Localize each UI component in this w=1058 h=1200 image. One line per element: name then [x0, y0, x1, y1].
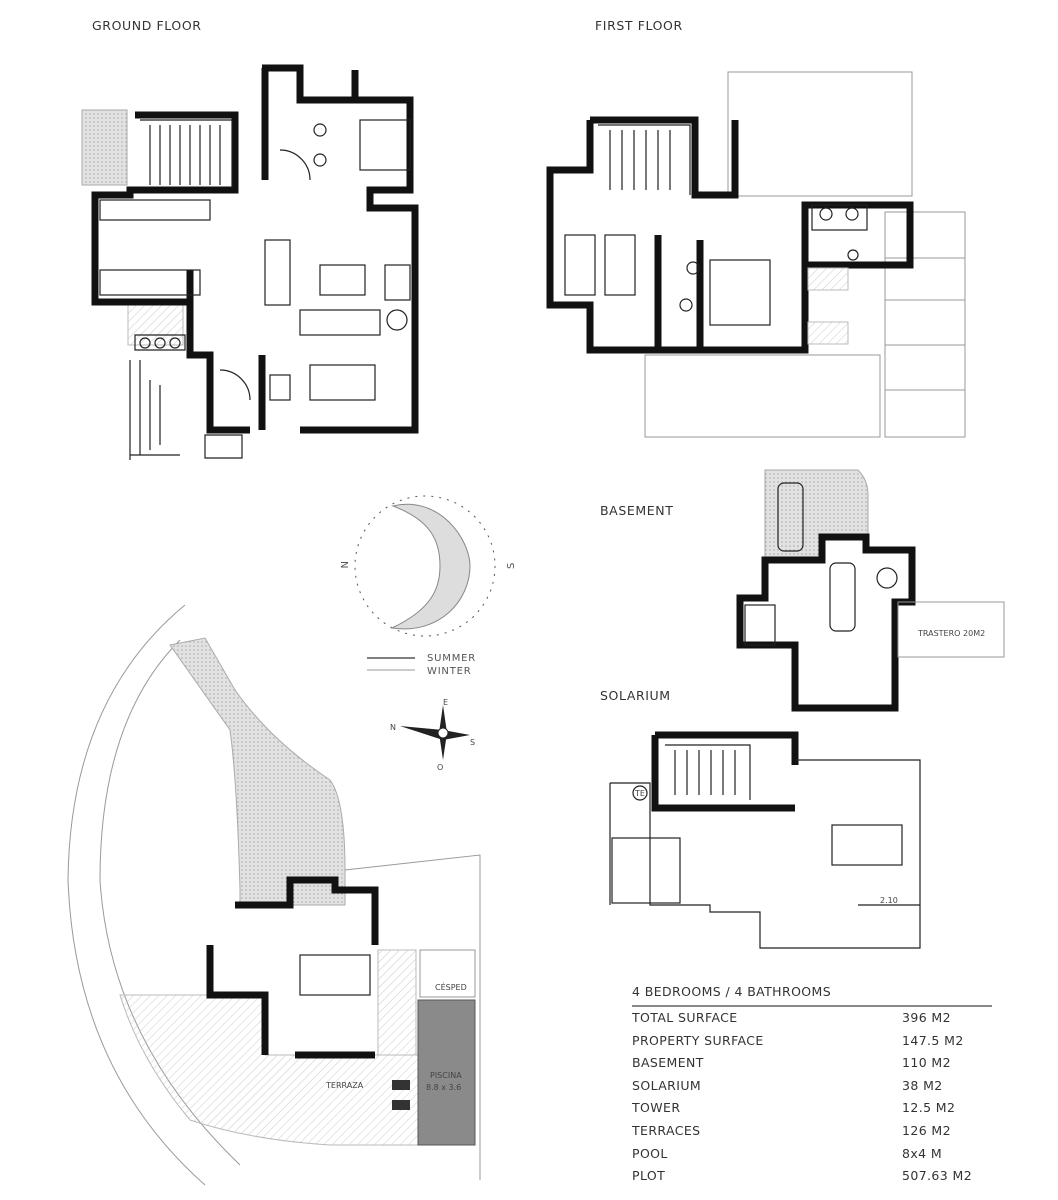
basement-title: BASEMENT — [600, 503, 673, 518]
spec-label: TERRACES — [632, 1122, 701, 1138]
spec-value: 126 M2 — [902, 1122, 951, 1138]
spec-row: TOTAL SURFACE 396 M2 — [632, 1007, 992, 1030]
pool-size-label: 8.8 x 3.6 — [426, 1083, 461, 1092]
dimension-label: 2.10 — [880, 896, 898, 905]
spec-value: 507.63 M2 — [902, 1168, 973, 1184]
compass-e: E — [443, 698, 448, 707]
spec-label: PROPERTY SURFACE — [632, 1032, 764, 1048]
spec-value: 12.5 M2 — [902, 1100, 956, 1116]
basement-plan: TRASTERO 20M2 — [736, 469, 1005, 712]
compass-n: N — [390, 723, 396, 732]
tv-label: TE — [634, 789, 645, 798]
pool-name-label: PISCINA — [430, 1071, 462, 1080]
spec-label: SOLARIUM — [632, 1077, 702, 1093]
spec-row: TERRACES 126 M2 — [632, 1120, 992, 1143]
property-specs-table: 4 BEDROOMS / 4 BATHROOMS TOTAL SURFACE 39… — [632, 984, 992, 1188]
spec-value: 38 M2 — [902, 1077, 943, 1093]
spec-label: PLOT — [632, 1168, 666, 1184]
solarium-plan: TE 2.10 — [609, 731, 921, 949]
compass-o: O — [437, 763, 443, 772]
solarium-title: SOLARIUM — [600, 688, 671, 703]
sun-path-chart: N S SUMMER WINTER — [338, 495, 517, 677]
sun-south-label: S — [506, 562, 517, 569]
spec-row: POOL 8x4 M — [632, 1143, 992, 1166]
ground-floor-plan — [81, 64, 419, 460]
storage-room-label: TRASTERO 20M2 — [917, 629, 985, 638]
spec-value: 8x4 M — [902, 1145, 943, 1161]
spec-row: PLOT 507.63 M2 — [632, 1165, 992, 1188]
spec-row: SOLARIUM 38 M2 — [632, 1075, 992, 1098]
compass-rose-icon: N E S O — [390, 698, 475, 772]
spec-label: TOTAL SURFACE — [632, 1010, 738, 1025]
spec-value: 396 M2 — [902, 1010, 951, 1025]
spec-label: TOWER — [632, 1100, 681, 1116]
spec-value: 147.5 M2 — [902, 1032, 964, 1048]
winter-legend-label: WINTER — [427, 666, 472, 677]
terrace-label: TERRAZA — [325, 1081, 364, 1090]
spec-value: 110 M2 — [902, 1055, 951, 1071]
lawn-label: CÉSPED — [435, 981, 467, 992]
spec-row: PROPERTY SURFACE 147.5 M2 — [632, 1030, 992, 1053]
ground-floor-title: GROUND FLOOR — [92, 18, 202, 33]
site-plan: TERRAZA PISCINA 8.8 x 3.6 CÉSPED — [67, 604, 481, 1186]
compass-s: S — [470, 738, 475, 747]
sun-north-label: N — [338, 561, 349, 569]
summer-legend-label: SUMMER — [427, 653, 476, 664]
spec-label: BASEMENT — [632, 1055, 704, 1071]
first-floor-title: FIRST FLOOR — [595, 18, 683, 33]
spec-label: POOL — [632, 1145, 668, 1161]
specs-heading: 4 BEDROOMS / 4 BATHROOMS — [632, 984, 992, 1007]
spec-row: BASEMENT 110 M2 — [632, 1052, 992, 1075]
spec-row: TOWER 12.5 M2 — [632, 1097, 992, 1120]
first-floor-plan — [546, 71, 966, 438]
